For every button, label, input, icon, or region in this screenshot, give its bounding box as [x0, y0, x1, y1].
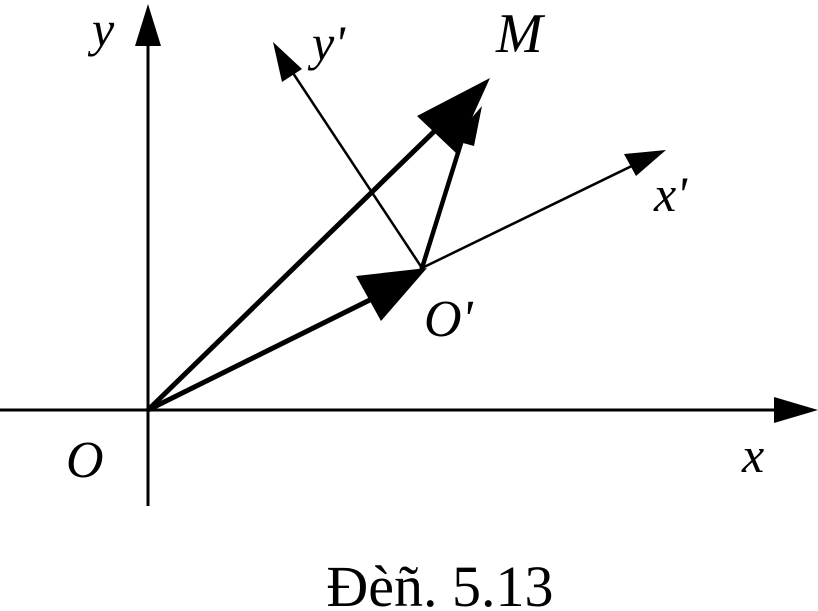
x-prime-label: x' — [653, 166, 688, 222]
origin-label: O — [66, 432, 104, 489]
y-axis-label: y — [87, 1, 115, 57]
vector-o-prime-to-m — [419, 139, 465, 269]
figure-caption: Đèñ. 5.13 — [326, 554, 553, 611]
vector-o-to-m — [146, 114, 452, 412]
origin-prime-label: O' — [424, 291, 474, 348]
vector-o-to-o-prime-arrowhead — [356, 268, 427, 321]
vector-o-to-m-arrowhead — [417, 78, 490, 153]
vector-o-to-o-prime — [146, 286, 394, 413]
point-m-label: M — [495, 3, 546, 65]
y-axis-arrowhead — [135, 4, 161, 46]
x-prime-axis-arrowhead — [624, 150, 666, 176]
o-prime-point — [419, 265, 425, 271]
y-prime-label: y' — [307, 15, 346, 71]
y-prime-axis-arrowhead — [273, 42, 302, 82]
x-prime-axis-line — [421, 160, 641, 270]
y-prime-axis-line — [285, 63, 424, 269]
x-axis-label: x — [741, 427, 764, 483]
vector-o-prime-to-m-arrowhead — [452, 106, 482, 146]
x-axis-arrowhead — [774, 397, 818, 423]
